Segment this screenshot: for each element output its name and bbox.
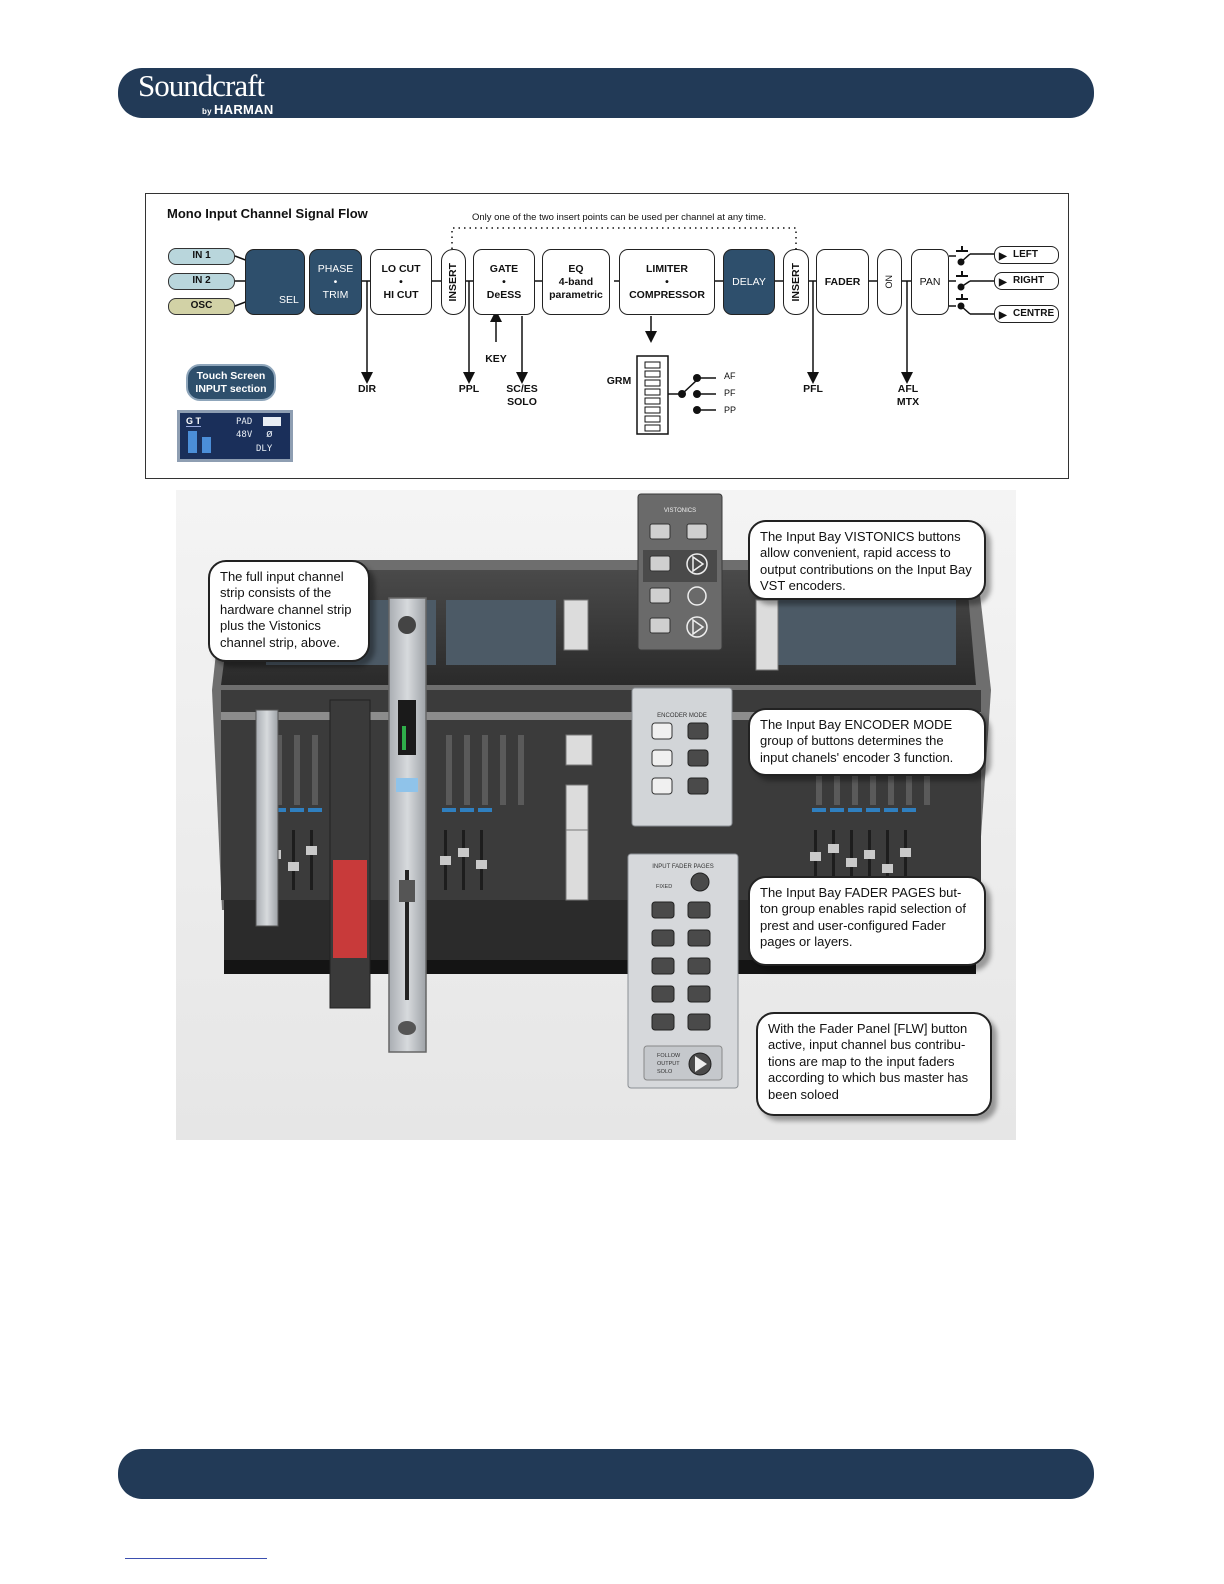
signal-flow-diagram: Mono Input Channel Signal Flow Only one … (145, 193, 1069, 479)
touch-screen-label: Touch Screen (196, 370, 266, 382)
output-right-label: RIGHT (1013, 275, 1045, 286)
lcd-phase-icon: ø (266, 428, 273, 440)
phase-dot: • (333, 275, 338, 288)
input-in1: IN 1 (168, 248, 235, 265)
gate-deess-block: GATE • DeESS (473, 249, 535, 315)
locut-label: LO CUT (381, 262, 421, 275)
on-block: ON (877, 249, 902, 315)
compressor-label: COMPRESSOR (629, 288, 705, 301)
tap-dir: DIR (357, 383, 377, 395)
output-centre-arrow-icon: ▶ (999, 310, 1007, 321)
callout-fader-pages: The Input Bay FADER PAGES but-ton group … (748, 876, 986, 966)
phase-label: PHASE (317, 262, 354, 275)
solo-label: SOLO (657, 1069, 673, 1075)
tap-afl-mtx: AFL MTX (891, 383, 925, 409)
deess-label: DeESS (486, 288, 522, 301)
tap-grm: GRM (606, 375, 632, 387)
input-in2: IN 2 (168, 273, 235, 290)
follow-label: FOLLOW (657, 1053, 681, 1059)
output-left: ▶ LEFT (994, 246, 1059, 264)
output-right: ▶ RIGHT (994, 272, 1059, 290)
limiter-dot: • (665, 275, 669, 288)
input-osc: OSC (168, 298, 235, 315)
eq-type: parametric (549, 288, 603, 301)
pan-block: PAN (911, 249, 949, 315)
callout-encoder-mode: The Input Bay ENCODER MODE group of butt… (748, 708, 986, 776)
lcd-meter-1 (188, 431, 197, 453)
gate-dot: • (502, 275, 506, 288)
limiter-compressor-block: LIMITER • COMPRESSOR (619, 249, 715, 315)
fader-pages-panel-title: INPUT FADER PAGES (652, 864, 713, 870)
limiter-label: LIMITER (646, 262, 688, 275)
output-left-label: LEFT (1013, 249, 1038, 260)
tap-solo: SOLO (507, 396, 537, 408)
lcd-48v: 48V (236, 430, 253, 440)
phase-trim-block: PHASE • TRIM (309, 249, 362, 315)
sel-block: SEL (245, 249, 305, 315)
insert-block-1: INSERT (441, 249, 466, 315)
eq-block: EQ 4-band parametric (542, 249, 610, 315)
trim-label: TRIM (322, 288, 349, 301)
grm-opt-af: AF (724, 371, 736, 381)
output-centre-label: CENTRE (1013, 308, 1055, 319)
fader-block: FADER (816, 249, 869, 315)
tap-key: KEY (485, 353, 507, 365)
locut-hicut-block: LO CUT • HI CUT (370, 249, 432, 315)
logo-harman-text: HARMAN (213, 102, 274, 117)
output-label: OUTPUT (657, 1061, 680, 1067)
output-centre: ▶ CENTRE (994, 305, 1059, 323)
logo-by: by (202, 107, 212, 116)
callout-flw: With the Fader Panel [FLW] button active… (756, 1012, 992, 1116)
callout-vistonics: The Input Bay VISTONICS buttons allow co… (748, 520, 986, 600)
tap-sces: SC/ES (506, 383, 538, 395)
callout-channel-strip: The full input channel strip consists of… (208, 560, 370, 662)
hicut-label: HI CUT (383, 288, 419, 301)
output-left-arrow-icon: ▶ (999, 251, 1007, 262)
grm-opt-pf: PF (724, 388, 736, 398)
grm-opt-pp: PP (724, 405, 737, 415)
input-section-label: INPUT section (195, 383, 267, 395)
insert-block-2: INSERT (783, 249, 809, 315)
lcd-meter-2 (202, 437, 211, 453)
output-right-arrow-icon: ▶ (999, 277, 1007, 288)
sel-label: SEL (279, 294, 299, 306)
delay-block: DELAY (723, 249, 775, 315)
lcd-filter-icon (263, 417, 281, 426)
insert-note: Only one of the two insert points can be… (472, 212, 767, 223)
diagram-title: Mono Input Channel Signal Flow (167, 206, 368, 221)
insert-label-1: INSERT (447, 262, 459, 302)
fader-pages-fixed-label: FIXED (656, 884, 672, 890)
logo-brand: Soundcraft (138, 68, 265, 103)
lcd-gt: G T (186, 416, 201, 427)
gate-label: GATE (489, 262, 519, 275)
insert-label-2: INSERT (789, 262, 802, 302)
footer-bar (118, 1449, 1094, 1499)
touch-screen-badge: Touch Screen INPUT section (186, 364, 276, 401)
tap-ppl: PPL (458, 383, 480, 395)
encoder-panel-title: ENCODER MODE (657, 713, 707, 719)
console-photo: VISTONICS ENCODER MODE INPUT FADER PAGES… (176, 490, 1016, 1140)
on-label: ON (884, 275, 894, 289)
tap-mtx: MTX (896, 396, 920, 408)
lcd-dly: DLY (256, 444, 273, 454)
vistonics-panel-title: VISTONICS (664, 508, 696, 514)
footer-link-underline (125, 1558, 267, 1559)
tap-pfl: PFL (803, 383, 823, 395)
tap-sces-solo: SC/ES SOLO (500, 383, 544, 409)
locut-dot: • (399, 275, 403, 288)
touch-screen-lcd: G T PAD 48V ø DLY (177, 410, 293, 462)
tap-afl: AFL (897, 383, 919, 395)
lcd-pad: PAD (236, 417, 253, 427)
eq-bands: 4-band (558, 275, 594, 288)
eq-label: EQ (568, 262, 584, 275)
